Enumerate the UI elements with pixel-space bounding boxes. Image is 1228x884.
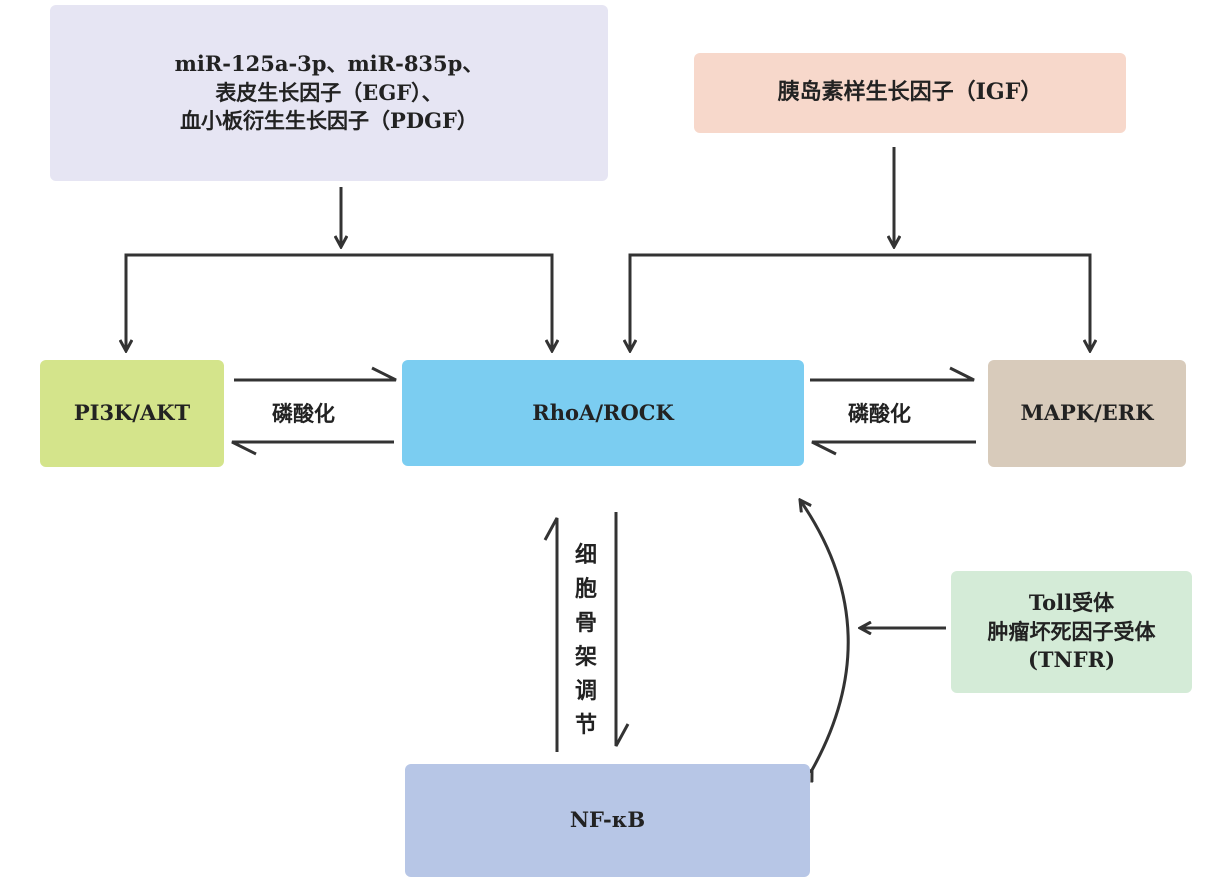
- rhoa-label: RhoA/ROCK: [532, 399, 674, 425]
- arrow-mapk-to-rhoa: [811, 440, 976, 456]
- arrow-bracket-left-to-rhoa: [341, 253, 552, 351]
- node-mapk-erk: MAPK/ERK: [988, 360, 1186, 467]
- arrow-bracket-left-to-pi3k: [126, 253, 341, 351]
- label-cytoskeleton-regulation: 细胞骨架调节: [574, 542, 597, 738]
- node-pi3k-akt: PI3K/AKT: [40, 360, 224, 467]
- arrow-bracket-right-to-mapk: [894, 253, 1090, 351]
- arrow-bracket-right-to-rhoa: [630, 253, 894, 351]
- node-nf-kb: NF-κB: [405, 764, 810, 877]
- pi3k-label: PI3K/AKT: [73, 400, 191, 426]
- arrow-pi3k-to-rhoa: [234, 366, 397, 382]
- nfkb-label: NF-κB: [569, 807, 646, 833]
- toll-line-1: Toll受体: [1028, 590, 1115, 616]
- node-igf: 胰岛素样生长因子（IGF）: [694, 53, 1126, 133]
- toll-line-3: (TNFR): [1027, 647, 1116, 673]
- node-upstream-factors: miR-125a-3p、miR-835p、 表皮生长因子（EGF）、 血小板衍生…: [50, 5, 608, 181]
- toll-line-2: 肿瘤坏死因子受体: [987, 618, 1156, 644]
- arrow-curve-rhoa-nfkb: [800, 500, 850, 770]
- node-toll-tnfr: Toll受体 肿瘤坏死因子受体 (TNFR): [951, 571, 1192, 693]
- arrow-rhoa-to-nfkb: [614, 512, 630, 747]
- upstream-line-3: 血小板衍生生长因子（PDGF）: [180, 108, 478, 134]
- arrow-rhoa-to-pi3k: [231, 440, 394, 456]
- label-phosphorylation-left: 磷酸化: [272, 401, 335, 426]
- arrow-rhoa-to-mapk: [810, 366, 975, 382]
- igf-label: 胰岛素样生长因子（IGF）: [777, 79, 1043, 106]
- arrow-nfkb-to-rhoa: [543, 517, 559, 752]
- node-rhoa-rock: RhoA/ROCK: [402, 360, 804, 466]
- mapk-label: MAPK/ERK: [1020, 400, 1154, 426]
- upstream-line-1: miR-125a-3p、miR-835p、: [174, 51, 484, 77]
- label-phosphorylation-right: 磷酸化: [848, 401, 911, 426]
- upstream-line-2: 表皮生长因子（EGF）、: [215, 79, 443, 105]
